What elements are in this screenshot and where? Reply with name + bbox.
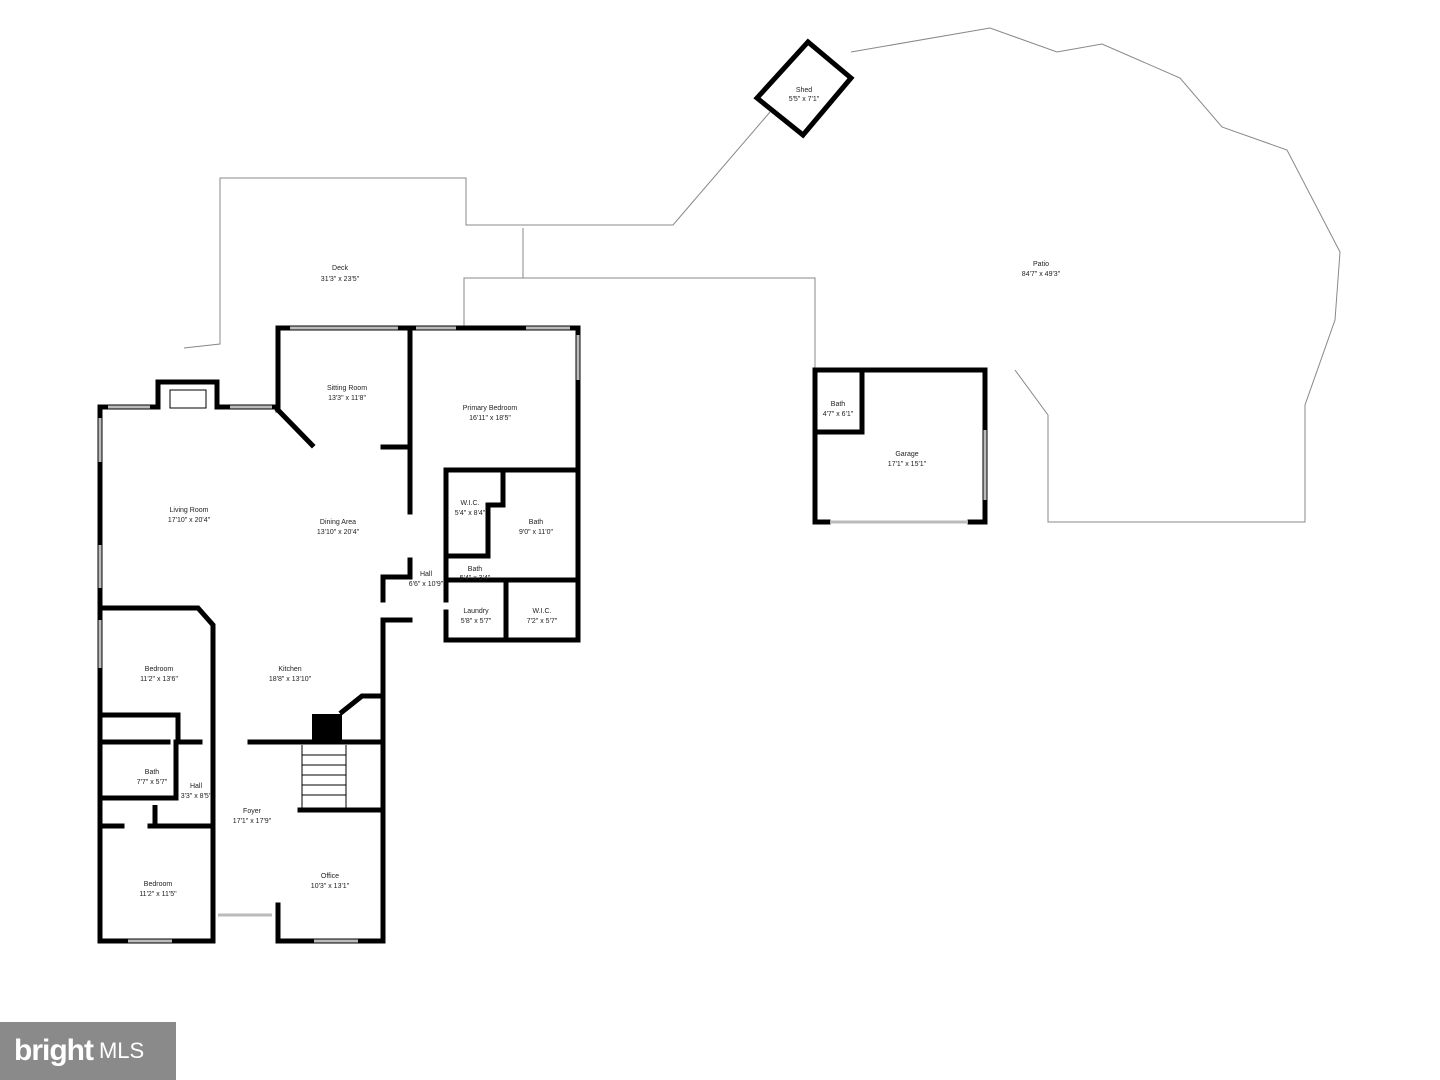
dining-area-name: Dining Area xyxy=(320,519,356,526)
house-walls xyxy=(97,325,581,944)
wic2-dims: 7'2" x 5'7" xyxy=(527,618,558,625)
garage-walls xyxy=(812,367,988,525)
primary-bath-dims: 9'0" x 11'0" xyxy=(519,529,553,536)
patio-name: Patio xyxy=(1033,261,1049,268)
foyer-dims: 17'1" x 17'9" xyxy=(233,818,272,825)
sitting-room-name: Sitting Room xyxy=(327,385,367,392)
kitchen-name: Kitchen xyxy=(278,666,301,673)
hall1-name: Hall xyxy=(420,571,433,578)
shed-walls xyxy=(753,38,855,139)
primary-bedroom-name: Primary Bedroom xyxy=(463,405,518,412)
garage-bath-dims: 4'7" x 6'1" xyxy=(823,411,854,418)
deck-name: Deck xyxy=(332,265,348,272)
patio-dims: 84'7" x 49'3" xyxy=(1022,271,1061,278)
logo-suffix: MLS xyxy=(98,1038,145,1063)
primary-bath-name: Bath xyxy=(529,519,544,526)
hall2-dims: 3'3" x 8'5" xyxy=(181,793,212,800)
logo-brand: bright xyxy=(14,1034,94,1067)
foyer-name: Foyer xyxy=(243,808,262,815)
bath2-dims: 7'7" x 5'7" xyxy=(137,779,168,786)
dining-area-dims: 13'10" x 20'4" xyxy=(317,529,360,536)
kitchen-dims: 18'8" x 13'10" xyxy=(269,676,312,683)
patio-outline xyxy=(850,27,1341,523)
bedroom1-name: Bedroom xyxy=(145,666,174,673)
bedroom1-dims: 11'2" x 13'6" xyxy=(140,676,178,683)
wic1-dims: 5'4" x 8'4" xyxy=(455,510,486,517)
room-labels: Shed 5'5" x 7'1" Deck 31'3" x 23'5" Pati… xyxy=(137,87,1061,898)
small-bath-name: Bath xyxy=(468,566,483,573)
hall2-name: Hall xyxy=(190,783,203,790)
garage-dims: 17'1" x 15'1" xyxy=(888,461,927,468)
bedroom2-name: Bedroom xyxy=(144,881,173,888)
shed-name: Shed xyxy=(796,87,812,94)
laundry-name: Laundry xyxy=(463,608,489,615)
office-dims: 10'3" x 13'1" xyxy=(311,883,350,890)
living-room-dims: 17'10" x 20'4" xyxy=(168,517,211,524)
laundry-dims: 5'8" x 5'7" xyxy=(461,618,492,625)
wic2-name: W.I.C. xyxy=(532,608,551,615)
bath2-name: Bath xyxy=(145,769,160,776)
small-bath-dims: 5'4" x 3'4" xyxy=(460,575,491,582)
bright-mls-logo: bright MLS xyxy=(0,1022,176,1080)
deck-outline xyxy=(183,111,771,349)
living-room-name: Living Room xyxy=(170,507,209,514)
bedroom2-dims: 11'2" x 11'5" xyxy=(139,891,177,898)
deck-dims: 31'3" x 23'5" xyxy=(321,276,360,283)
garage-bath-name: Bath xyxy=(831,401,846,408)
wic1-name: W.I.C. xyxy=(460,500,479,507)
office-name: Office xyxy=(321,873,339,880)
primary-bedroom-dims: 16'11" x 18'5" xyxy=(469,415,511,422)
deck-lower-outline xyxy=(463,277,816,370)
hall1-dims: 6'6" x 10'9" xyxy=(409,581,444,588)
sitting-room-dims: 13'3" x 11'8" xyxy=(328,395,366,402)
garage-name: Garage xyxy=(895,451,918,458)
shed-dims: 5'5" x 7'1" xyxy=(789,96,820,103)
